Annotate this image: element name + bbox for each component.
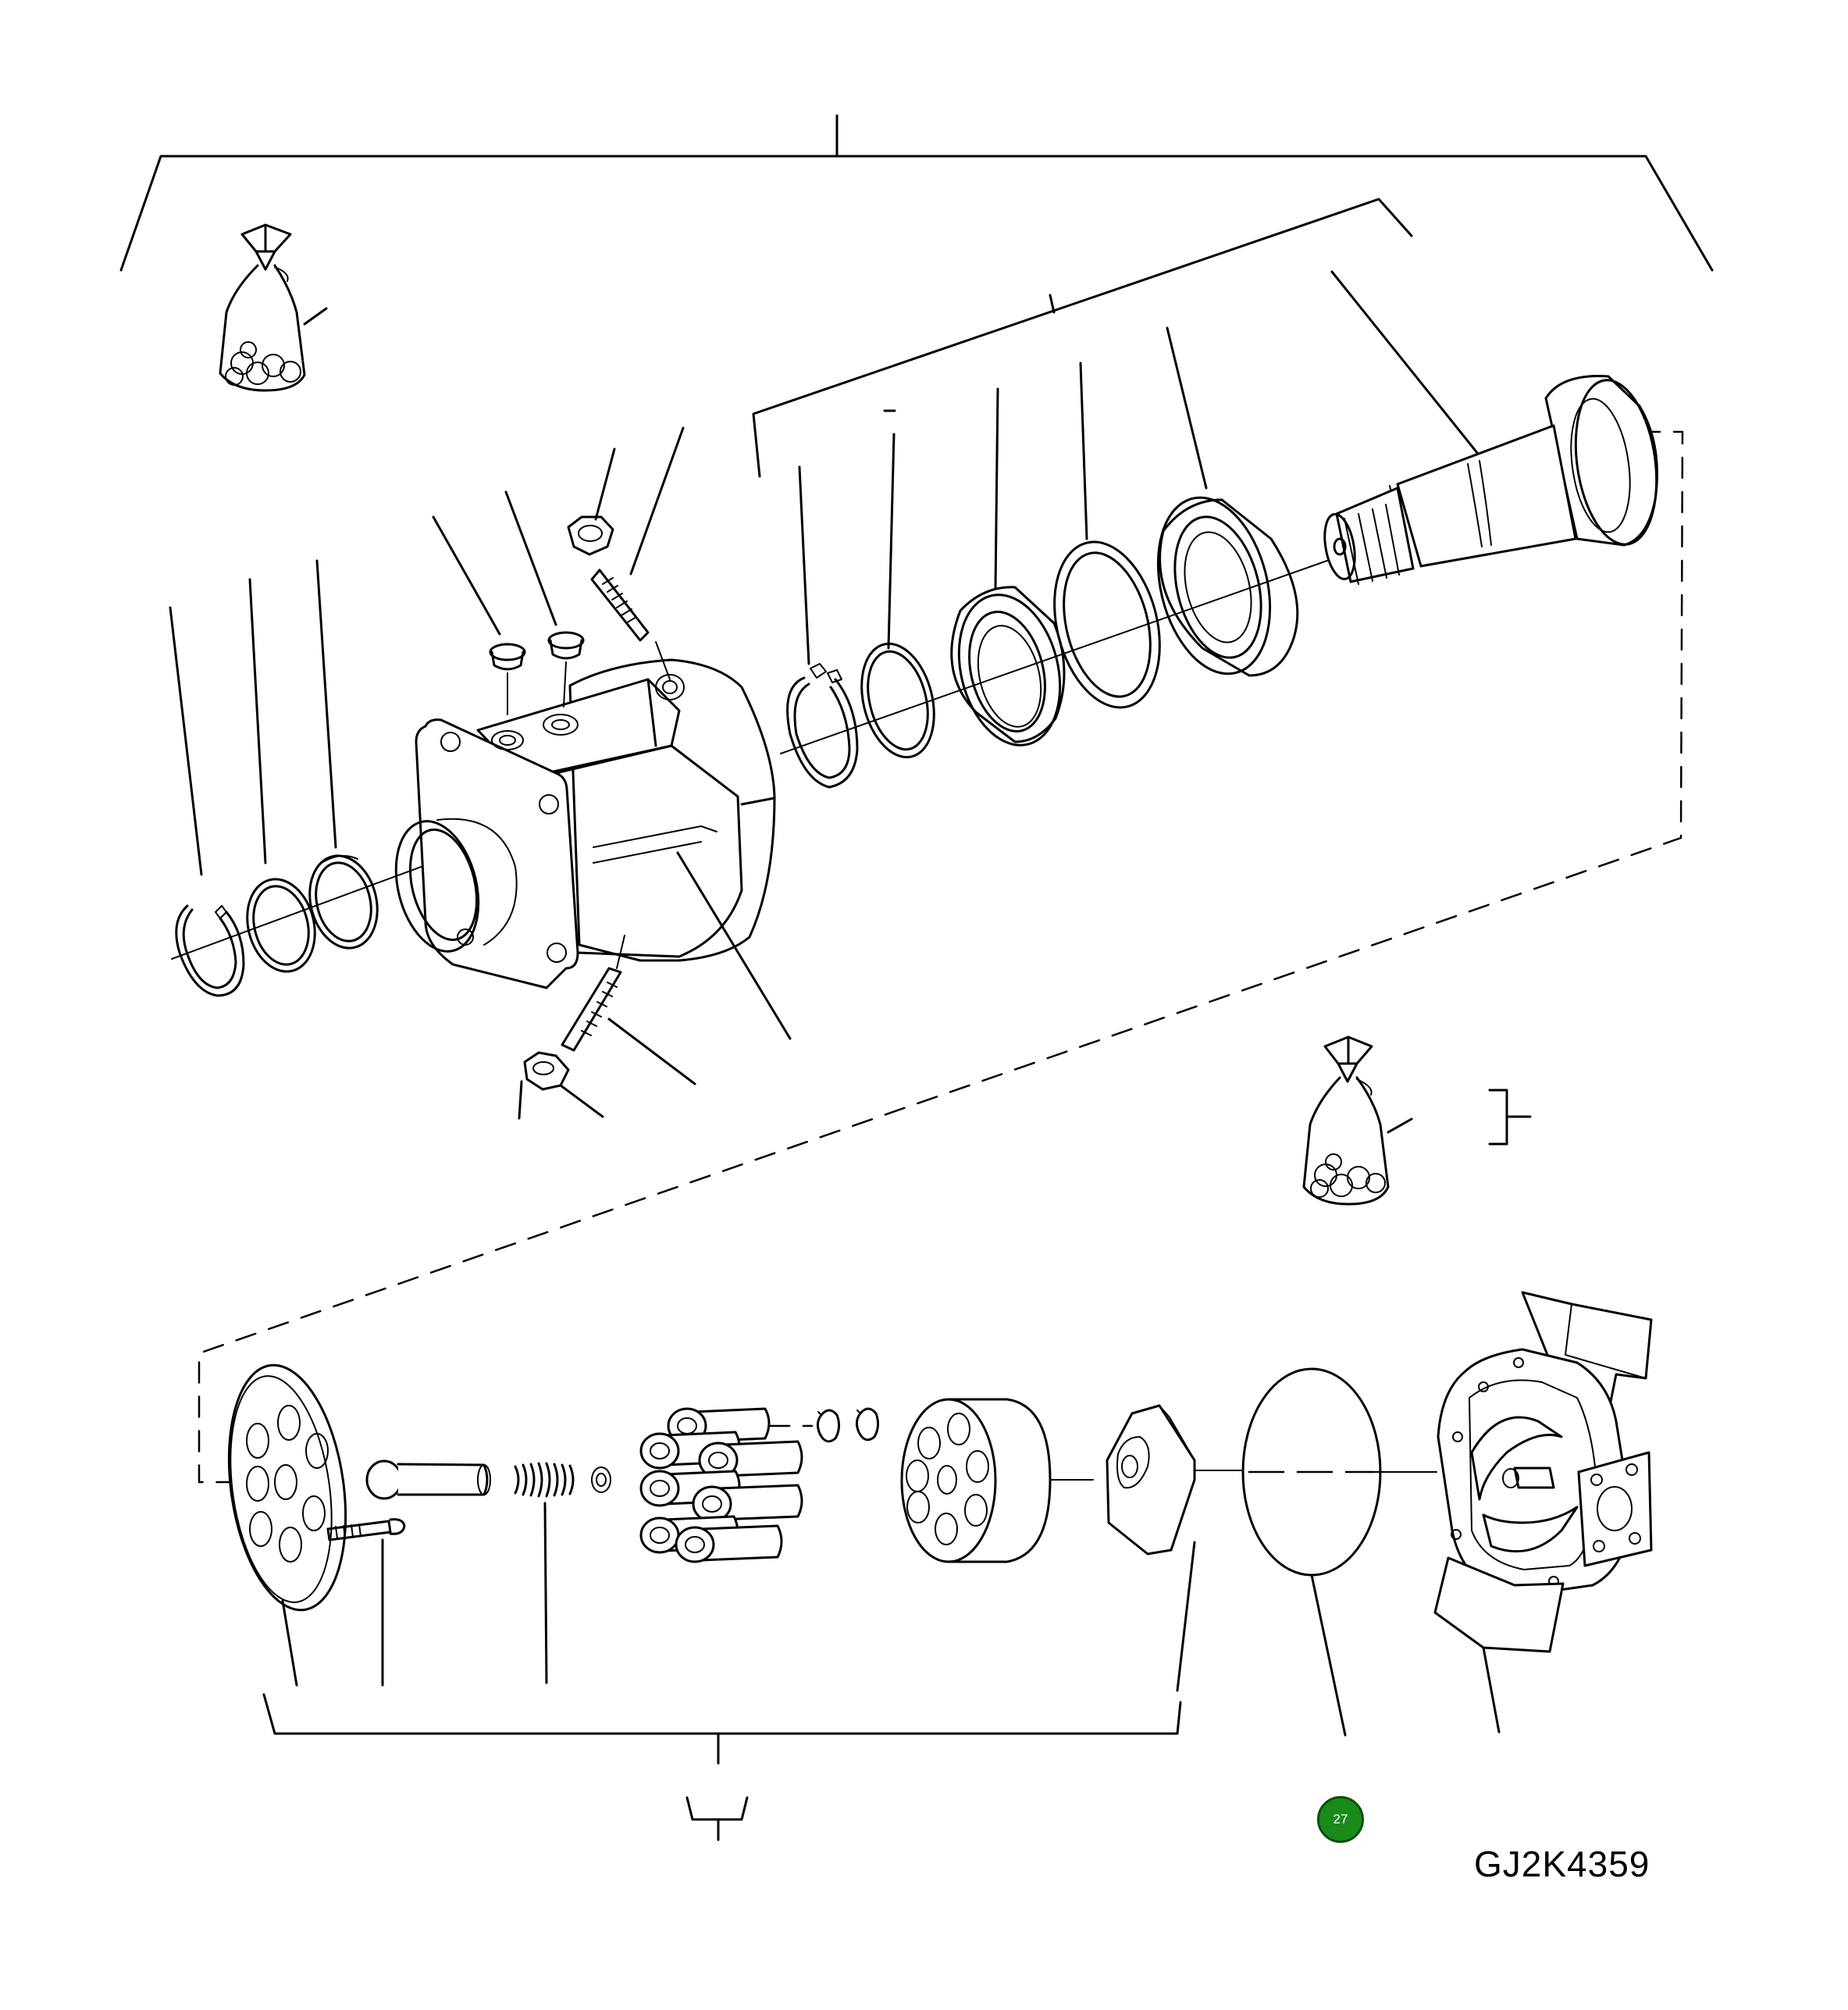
retaining-plate [227, 1363, 347, 1687]
drawing-reference-code: GJ2K4359 [1474, 1844, 1650, 1884]
axis-line-left [171, 864, 426, 960]
axis-line-right [780, 560, 1328, 754]
pistons [639, 1407, 814, 1563]
spacer-ring [1053, 362, 1161, 709]
lock-nut-lower [518, 1051, 604, 1120]
drive-shaft [1323, 270, 1658, 585]
page-number-badge: 27 [1317, 1796, 1364, 1843]
seal-kit-bag-upper-icon [219, 223, 328, 392]
center-pin [365, 1459, 491, 1500]
o-ring-large [1241, 1367, 1437, 1737]
adjusting-stud-lower [561, 935, 696, 1085]
shim-ring [860, 433, 935, 759]
cap-screw [326, 1518, 406, 1687]
control-plate [1106, 1404, 1242, 1692]
rotating-group-bracket [262, 1693, 1182, 1841]
port-plate [1433, 1291, 1653, 1734]
circlip-left [169, 606, 245, 997]
small-rings [591, 1407, 880, 1493]
circlip-right [786, 465, 859, 789]
pump-housing [394, 658, 792, 1040]
plug-small-2 [504, 490, 585, 707]
lock-nut-upper [567, 447, 616, 556]
ball-bearing [1156, 326, 1299, 677]
spring [514, 1462, 575, 1684]
seal-ring-left [308, 559, 379, 950]
adjusting-stud-upper [590, 426, 685, 680]
seal-kit-bag-lower-icon [1302, 1035, 1532, 1206]
plug-small-1 [432, 515, 526, 715]
top-assembly-bracket [119, 114, 1714, 272]
dashed-assembly-enclosure [198, 430, 1684, 1484]
bearing-group-bracket [752, 198, 1413, 478]
cylinder-block [900, 1398, 1094, 1563]
bearing-cup [950, 387, 1066, 747]
